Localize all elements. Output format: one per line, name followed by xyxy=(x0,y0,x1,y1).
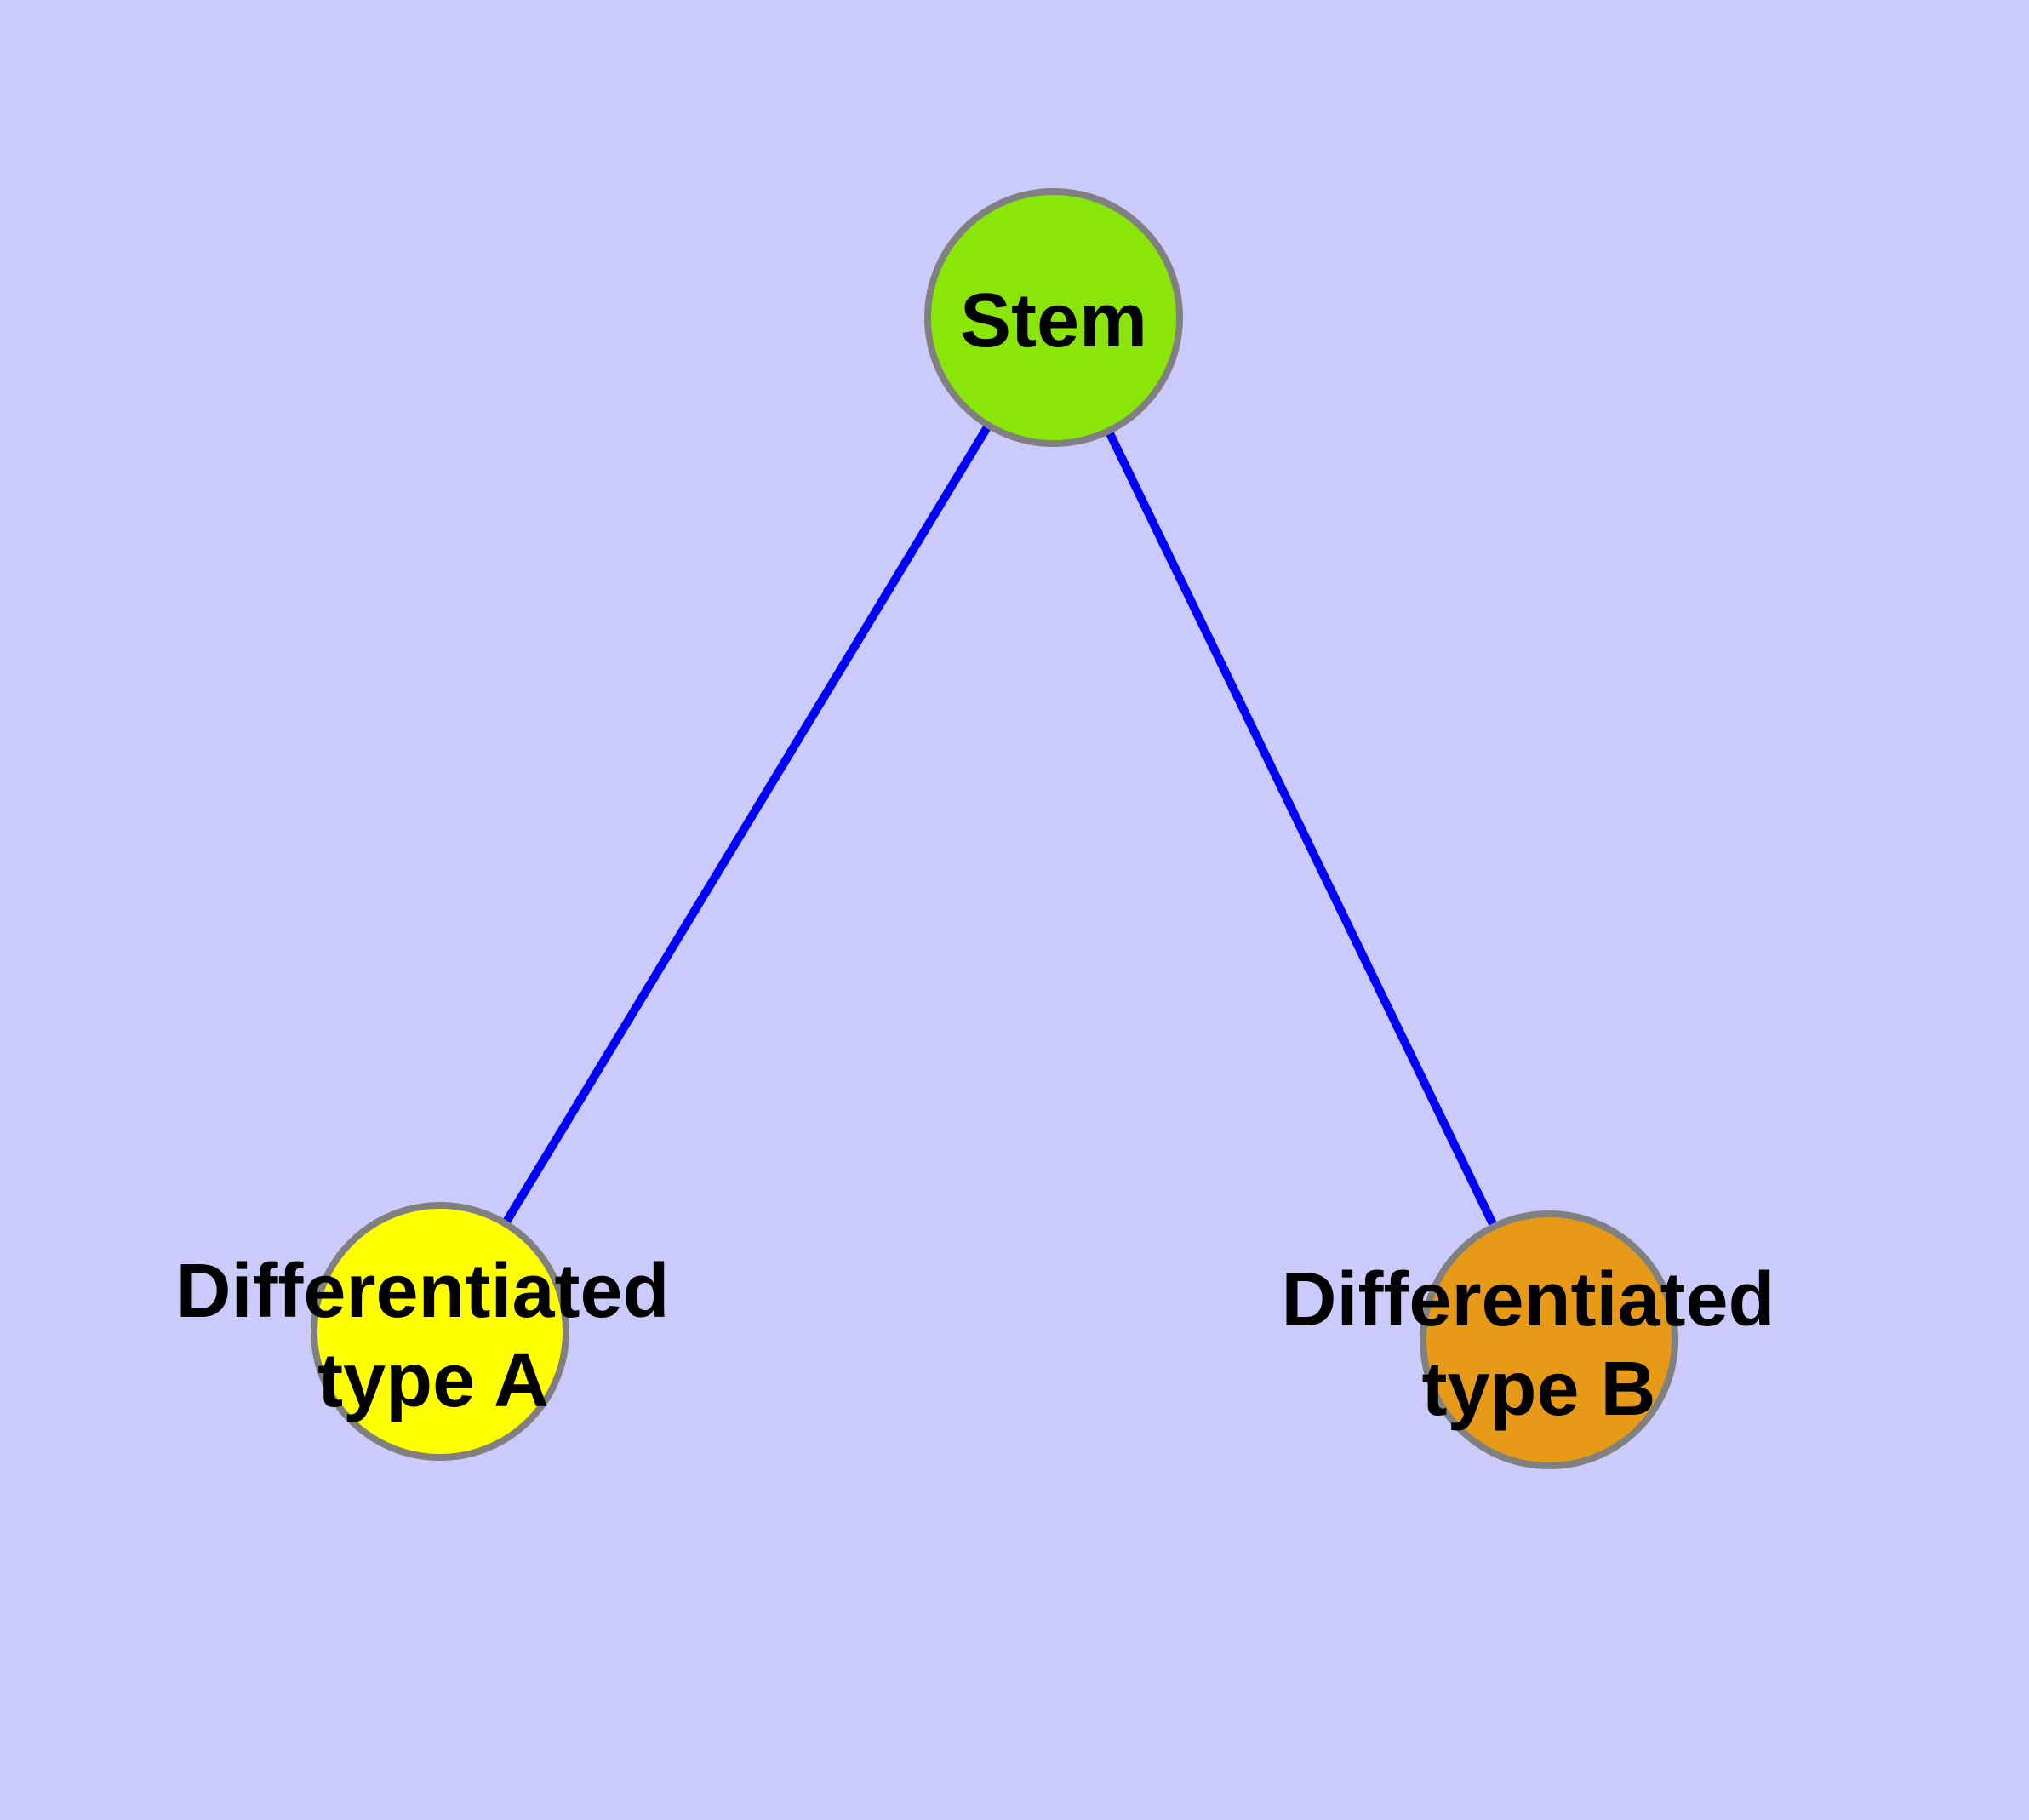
node-type-a-label-line1: Differentiated xyxy=(175,1249,669,1334)
node-type-b-label-line1: Differentiated xyxy=(1281,1257,1775,1342)
node-stem-circle xyxy=(924,188,1183,447)
node-type-a-label: Differentiated type A xyxy=(175,1249,690,1423)
node-type-b-label: Differentiated type B xyxy=(1281,1257,1796,1432)
edge-stem-to-type-a xyxy=(436,315,1058,1334)
node-type-a-label-line2: type A xyxy=(317,1338,549,1423)
node-type-a: Differentiated type A xyxy=(175,1202,690,1461)
node-type-b-circle xyxy=(1420,1210,1678,1469)
node-type-a-circle xyxy=(311,1202,569,1461)
edge-stem-to-type-b xyxy=(1049,315,1553,1342)
node-type-b: Differentiated type B xyxy=(1281,1210,1796,1469)
node-type-b-label-line2: type B xyxy=(1421,1347,1655,1432)
node-stem-label: Stem xyxy=(960,278,1147,363)
node-stem: Stem xyxy=(924,188,1183,447)
